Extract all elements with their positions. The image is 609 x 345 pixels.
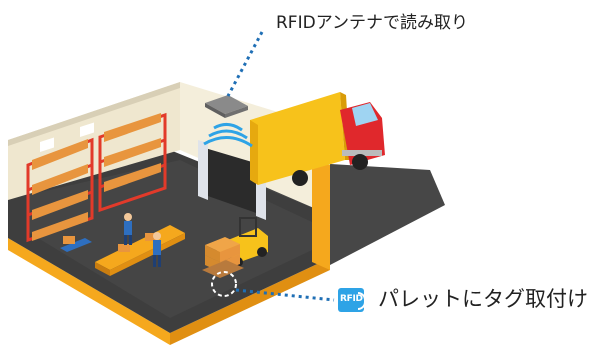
floor-edge-right [170,258,330,345]
worker-2 [153,232,161,267]
wall-window-1 [40,137,54,153]
shelving-left [26,137,94,243]
rfid-tag-icon: RFID [338,288,366,312]
antenna-label: RFIDアンテナで読み取り [276,13,469,33]
hand-cart [60,236,92,252]
tag-leader-line [235,288,335,302]
dock-door-frame [198,140,208,200]
conveyor [95,225,185,276]
tag-label: パレットにタグ取付け [378,287,588,311]
pallet-boxes [202,237,244,278]
dock-door [205,148,262,215]
shelving-middle [98,112,167,213]
rfid-badge-text: RFID [340,294,363,304]
rfid-antenna-icon [203,95,253,148]
tag-highlight-circle [211,271,237,297]
wall-orange-trim [312,160,330,270]
wall-window-2 [80,122,94,138]
worker-1 [124,213,132,245]
truck [250,92,385,186]
back-wall-left [8,82,180,200]
antenna-leader-line [226,31,264,97]
floor-edge-left [8,238,170,345]
back-wall-left-top [8,82,180,146]
